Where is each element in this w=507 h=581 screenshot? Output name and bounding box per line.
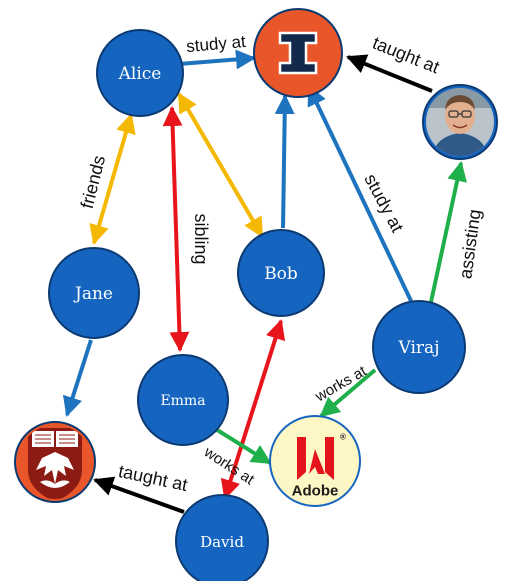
node-jane-label: Jane <box>73 284 113 304</box>
node-bob-label: Bob <box>264 264 298 284</box>
node-bob: Bob <box>237 229 325 317</box>
edge-alice-bob <box>177 92 264 238</box>
node-viraj: Viraj <box>372 300 466 394</box>
node-jane: Jane <box>48 247 140 339</box>
label-alice-emma: sibling <box>191 213 211 264</box>
edge-photo-illinois <box>346 54 433 93</box>
node-emma-label: Emma <box>160 393 205 409</box>
node-alice: Alice <box>96 29 184 117</box>
edge-jane-uchicago <box>62 339 93 417</box>
node-alice-label: Alice <box>118 64 162 84</box>
label-viraj-photo: assisting <box>455 208 485 280</box>
node-viraj-label: Viraj <box>398 338 440 358</box>
node-david: David <box>175 494 269 581</box>
edge-bob-illinois <box>274 94 295 229</box>
person-photo-icon <box>422 84 498 160</box>
label-viraj-study: study at <box>360 170 407 235</box>
edge-emma-adobe <box>212 426 272 465</box>
illinois-logo-icon <box>253 8 343 98</box>
edge-bob-david <box>220 319 286 500</box>
edge-viraj-illinois <box>307 85 414 304</box>
edge-viraj-photo <box>429 161 467 303</box>
uchicago-crest-icon <box>14 421 96 503</box>
edge-viraj-adobe <box>319 368 377 418</box>
edge-david-uchicago <box>93 476 185 514</box>
edge-alice-illinois <box>178 49 256 70</box>
node-david-label: David <box>200 533 244 551</box>
label-alice-study: study at <box>186 32 247 56</box>
edge-alice-emma <box>162 106 190 352</box>
adobe-wordmark: Adobe <box>292 483 339 500</box>
node-emma: Emma <box>137 354 229 446</box>
edge-alice-jane <box>89 113 136 245</box>
adobe-logo-icon: Adobe ® <box>269 415 361 507</box>
adobe-trademark: ® <box>340 433 346 442</box>
